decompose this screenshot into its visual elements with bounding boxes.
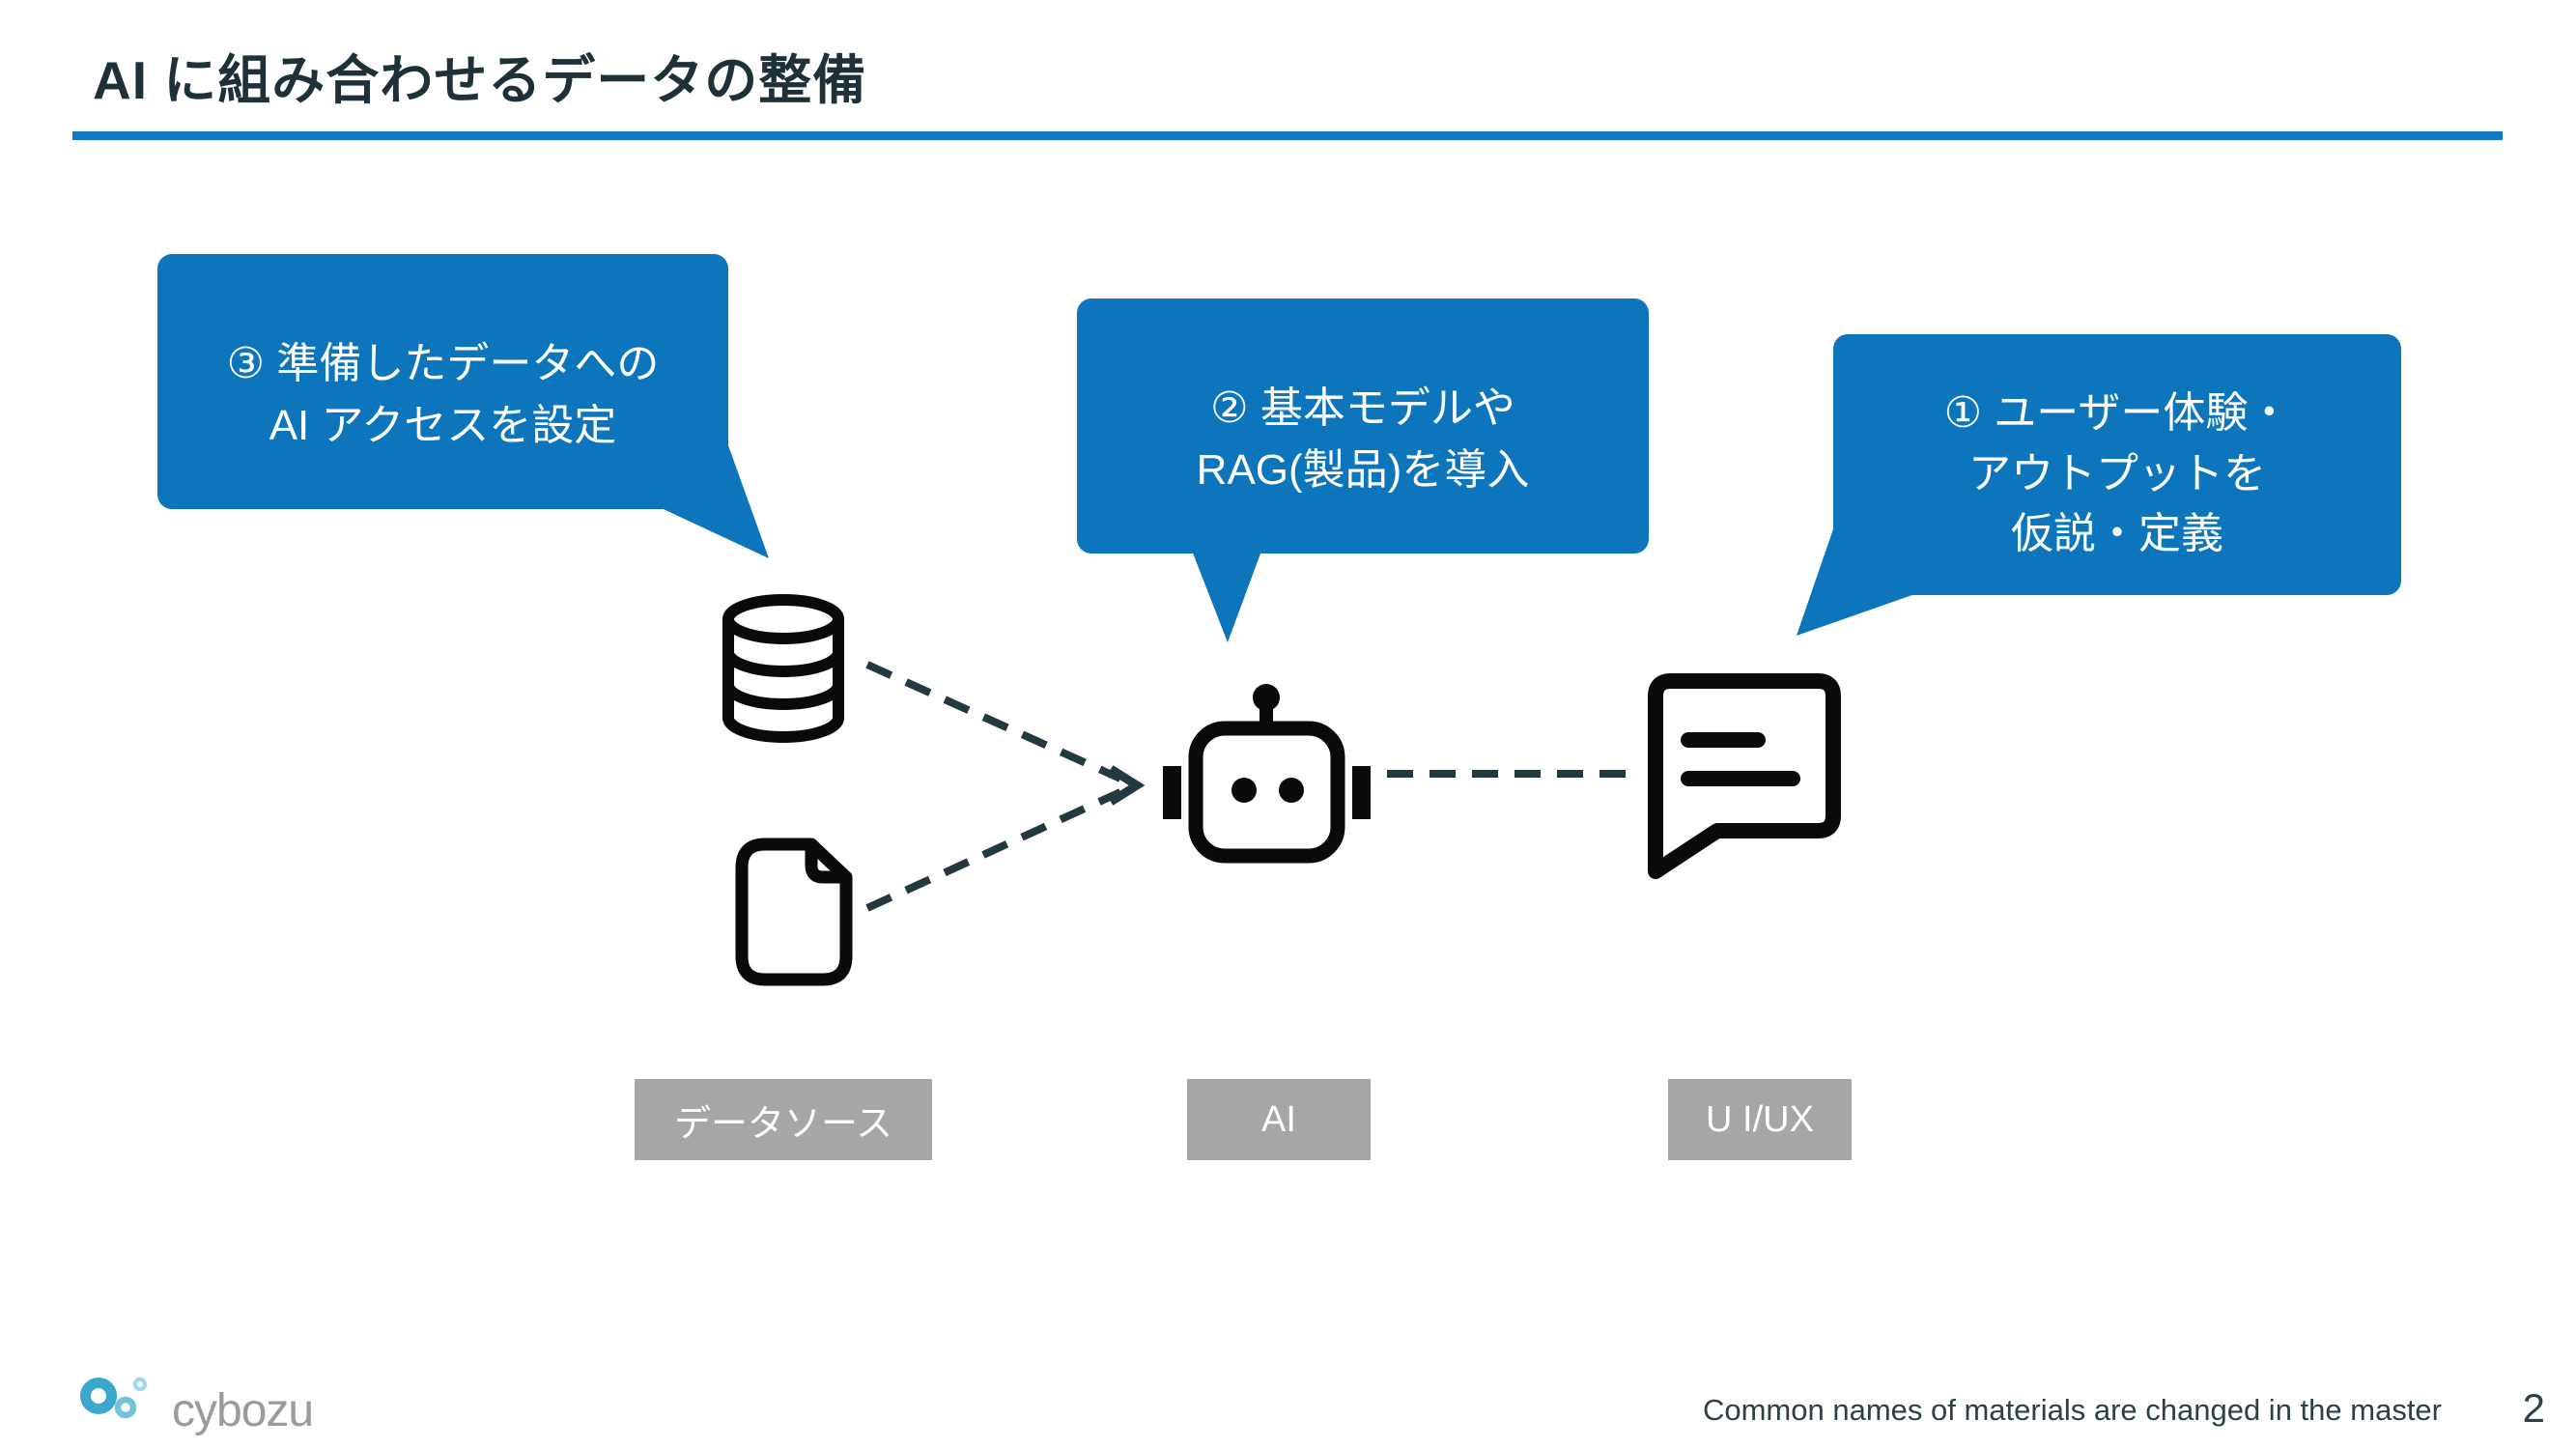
connectors bbox=[865, 661, 1636, 912]
title-underline bbox=[72, 131, 2503, 140]
callout-step2-line-2: RAG(製品)を導入 bbox=[1196, 446, 1530, 494]
callout-step3-shape bbox=[157, 254, 769, 558]
callout-step2-shape bbox=[1077, 298, 1649, 642]
cybozu-logo-icon bbox=[80, 1377, 148, 1419]
callout-step2-line-1: ② 基本モデルや bbox=[1210, 384, 1515, 433]
callout-step3: ③ 準備したデータへの AI アクセスを設定 bbox=[157, 254, 728, 509]
chat-bubble-icon bbox=[1648, 673, 1841, 879]
label-datasource: データソース bbox=[635, 1079, 932, 1160]
robot-icon bbox=[1163, 684, 1371, 864]
callout-step1-line-3: 仮説・定義 bbox=[2011, 510, 2223, 558]
callout-step1-shape bbox=[1797, 334, 2401, 636]
callout-step2: ② 基本モデルや RAG(製品)を導入 bbox=[1077, 298, 1649, 554]
callout-step1-line-1: ① ユーザー体験・ bbox=[1943, 389, 2291, 438]
slide-title: AI に組み合わせるデータの整備 bbox=[93, 50, 867, 110]
callout-step3-line-2: AI アクセスを設定 bbox=[269, 402, 617, 449]
cybozu-logo-text: cybozu bbox=[172, 1384, 314, 1436]
label-ai: AI bbox=[1187, 1079, 1371, 1160]
connector-file-to-robot bbox=[865, 788, 1122, 912]
footer-note: Common names of materials are changed in… bbox=[1702, 1393, 2442, 1427]
cybozu-logo: cybozu bbox=[75, 1364, 481, 1449]
database-icon bbox=[722, 594, 844, 743]
callout-step1: ① ユーザー体験・ アウトプットを 仮説・定義 bbox=[1833, 334, 2401, 595]
connector-db-to-robot bbox=[865, 661, 1122, 782]
file-icon bbox=[735, 838, 853, 986]
callout-step1-line-2: アウトプットを bbox=[1968, 449, 2266, 497]
arrowhead-to-robot bbox=[1108, 765, 1146, 806]
label-uiux: U I/UX bbox=[1668, 1079, 1852, 1160]
callout-step3-line-1: ③ 準備したデータへの bbox=[226, 340, 660, 388]
page-number: 2 bbox=[2522, 1385, 2545, 1431]
